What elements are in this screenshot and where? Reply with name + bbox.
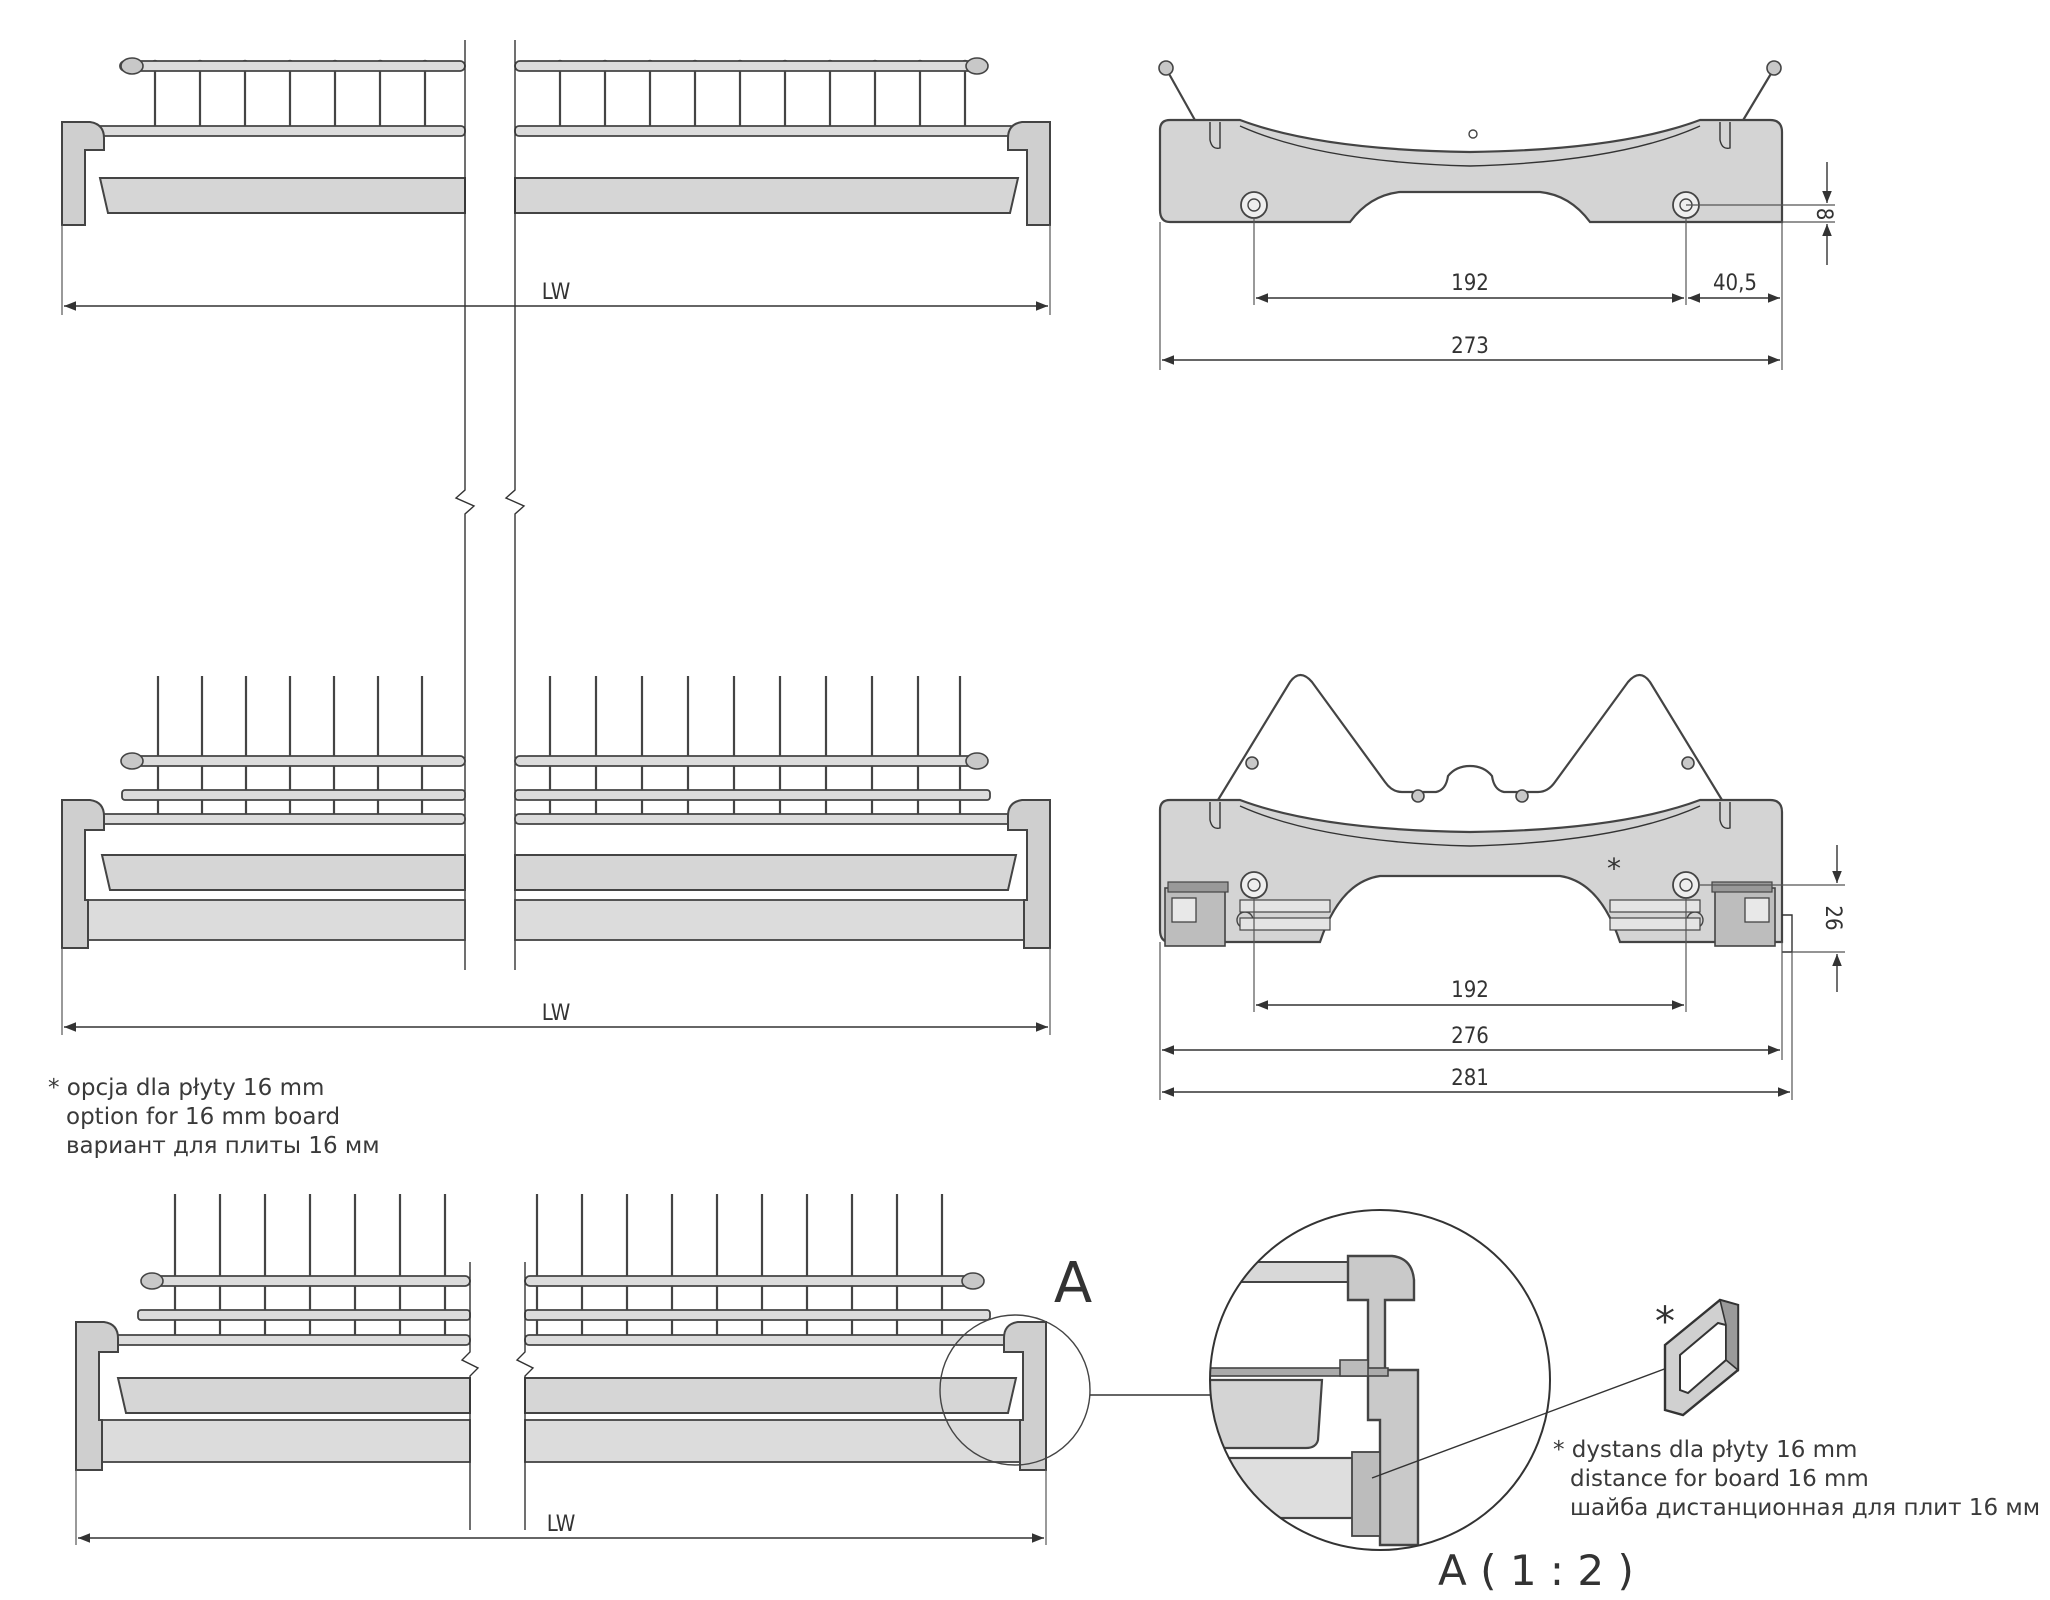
mid-rail-cap-right xyxy=(965,752,989,770)
dim-192-a: 192 xyxy=(1451,271,1489,296)
board-option-note: * opcja dla płyty 16 mm option for 16 mm… xyxy=(48,1075,380,1159)
middle-tray-right xyxy=(514,854,1018,891)
dim-8: 8 xyxy=(1811,208,1836,221)
dim-273: 273 xyxy=(1451,334,1489,359)
middle-tray-left xyxy=(100,854,466,891)
mid-rail-left xyxy=(94,125,466,137)
dim-276: 276 xyxy=(1451,1024,1489,1049)
middle-upper-rail-left xyxy=(124,755,466,767)
dim-26: 26 xyxy=(1820,905,1845,930)
note-spacer-ru: шайба дистанционная для плит 16 мм xyxy=(1570,1495,2040,1521)
width-label-middle: LW xyxy=(542,1001,571,1026)
asterisk-marker-spacer: * xyxy=(1655,1299,1675,1345)
break-lines-upper xyxy=(454,40,526,970)
dim-40-5: 40,5 xyxy=(1713,271,1757,296)
width-label-bottom: LW xyxy=(547,1512,576,1537)
spacer-note: * dystans dla płyty 16 mm distance for b… xyxy=(1553,1437,2040,1521)
detail-a-callout-circle xyxy=(939,1314,1091,1466)
drip-tray-left xyxy=(98,177,466,214)
side-bracket-right xyxy=(1007,121,1051,226)
note-board-option-en: option for 16 mm board xyxy=(66,1104,340,1130)
note-board-option-pl: * opcja dla płyty 16 mm xyxy=(48,1075,324,1101)
bottom-rack-view: LW A xyxy=(75,1194,1212,1545)
note-board-option-ru: вариант для плиты 16 мм xyxy=(66,1133,380,1159)
bottom-frame-left xyxy=(97,1419,471,1463)
middle-upper-rail-right xyxy=(514,755,976,767)
bottom-side-bracket-right xyxy=(1003,1321,1047,1471)
bottom-tray-left xyxy=(116,1377,471,1414)
note-spacer-en: distance for board 16 mm xyxy=(1570,1466,1869,1492)
top-rail-right xyxy=(514,60,978,72)
dim-192-b: 192 xyxy=(1451,978,1489,1003)
detail-a-scale-label: A ( 1 : 2 ) xyxy=(1438,1546,1634,1595)
side-bracket-view-2: * 192 276 281 26 xyxy=(1158,673,1845,1100)
bracket-plate-1 xyxy=(1158,118,1784,224)
spacer-part: * xyxy=(1655,1298,1740,1417)
drip-tray-right xyxy=(514,177,1020,214)
middle-lower-rail-left xyxy=(121,789,466,801)
top-rail-left xyxy=(119,60,466,72)
top-rack-view: LW xyxy=(61,57,1051,315)
asterisk-marker-bracket: * xyxy=(1607,852,1621,885)
bottom-frame-right xyxy=(524,1419,1026,1463)
break-line-bottom-left xyxy=(460,1262,480,1530)
middle-side-bracket-right xyxy=(1007,799,1051,949)
mid-rail-right xyxy=(514,125,1016,137)
middle-side-bracket-left xyxy=(61,799,105,949)
break-line-bottom-right xyxy=(515,1262,535,1530)
rail-end-cap-left xyxy=(120,57,144,75)
side-bracket-view-1: 192 40,5 273 8 xyxy=(1158,60,1836,370)
rail-end-cap-right xyxy=(965,57,989,75)
detail-a-circle xyxy=(1209,1209,1551,1551)
middle-rack-view: LW xyxy=(61,676,1051,1035)
bottom-side-bracket-left xyxy=(75,1321,119,1471)
note-spacer-pl: * dystans dla płyty 16 mm xyxy=(1553,1437,1857,1463)
dim-281: 281 xyxy=(1451,1066,1489,1091)
mount-hole-left-1 xyxy=(1240,191,1268,219)
mount-hole-left-2 xyxy=(1240,871,1268,899)
spacer-leader-line xyxy=(1371,1364,1676,1479)
detail-a-label: A xyxy=(1054,1251,1092,1316)
mount-hole-right-2 xyxy=(1672,871,1700,899)
mid-rail-cap-left xyxy=(120,752,144,770)
dish-support-wire xyxy=(1217,673,1723,801)
side-bracket-left xyxy=(61,121,105,226)
middle-lower-rail-right xyxy=(514,789,991,801)
middle-bottom-frame-left xyxy=(84,899,466,941)
width-label-top: LW xyxy=(542,280,571,305)
detail-a-view: A ( 1 : 2 ) xyxy=(1209,1209,1676,1595)
middle-bottom-frame-right xyxy=(514,899,1026,941)
